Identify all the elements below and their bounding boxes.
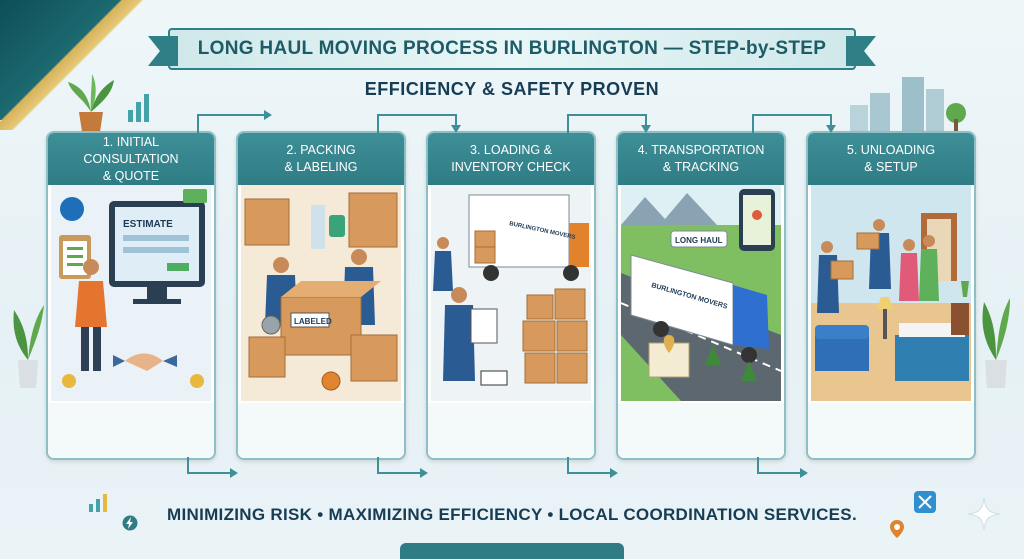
process-steps: 1. INITIAL CONSULTATION & QUOTE ESTIMATE — [46, 110, 986, 478]
step-footer — [808, 403, 974, 458]
potted-plant-icon — [68, 74, 114, 132]
step-title: 1. INITIAL CONSULTATION & QUOTE — [83, 134, 179, 183]
step-title: 5. UNLOADING & SETUP — [846, 143, 936, 174]
footer-text: MINIMIZING RISK • MAXIMIZING EFFICIENCY … — [167, 505, 857, 524]
long-haul-sign-text: LONG HAUL — [675, 236, 723, 245]
step-header: 1. INITIAL CONSULTATION & QUOTE — [48, 133, 214, 185]
growth-chart-icon — [89, 494, 107, 512]
step-header: 4. TRANSPORTATION & TRACKING — [618, 133, 784, 185]
step-footer — [48, 403, 214, 458]
labeled-box-text: LABELED — [294, 317, 332, 326]
step-card-1: 1. INITIAL CONSULTATION & QUOTE ESTIMATE — [46, 131, 216, 460]
right-plant-icon — [982, 298, 1010, 388]
step-title: 2. PACKING & LABELING — [284, 143, 358, 174]
expand-icon — [914, 491, 936, 513]
connector-arrow-top — [566, 107, 656, 135]
left-plant-icon — [13, 305, 44, 388]
connector-arrow-bottom — [186, 457, 246, 479]
step-footer — [618, 403, 784, 458]
page-title: LONG HAUL MOVING PROCESS IN BURLINGTON —… — [197, 38, 827, 59]
step-header: 2. PACKING & LABELING — [238, 133, 404, 185]
bottom-tab-decoration — [400, 543, 624, 559]
step-footer — [238, 403, 404, 458]
footer-tagline: MINIMIZING RISK • MAXIMIZING EFFICIENCY … — [0, 505, 1024, 525]
step-card-5: 5. UNLOADING & SETUP — [806, 131, 976, 460]
connector-arrow-bottom — [566, 457, 626, 479]
location-pin-icon — [890, 520, 904, 538]
step-title: 4. TRANSPORTATION & TRACKING — [637, 143, 765, 174]
sparkle-icon — [968, 498, 1000, 530]
step-header: 3. LOADING & INVENTORY CHECK — [428, 133, 594, 185]
step-card-2: 2. PACKING & LABELING LABELED — [236, 131, 406, 460]
page-subtitle: EFFICIENCY & SAFETY PROVEN — [364, 79, 660, 99]
step-title: 3. LOADING & INVENTORY CHECK — [451, 143, 571, 174]
step-footer — [428, 403, 594, 458]
truck-loading-illustration: BURLINGTON MOVERS — [431, 185, 591, 401]
step-header: 5. UNLOADING & SETUP — [808, 133, 974, 185]
estimate-screen-text: ESTIMATE — [123, 219, 173, 230]
step-card-3: 3. LOADING & INVENTORY CHECK BURLINGTON … — [426, 131, 596, 460]
connector-arrow-top — [376, 107, 466, 135]
title-banner: LONG HAUL MOVING PROCESS IN BURLINGTON —… — [168, 28, 856, 70]
connector-arrow-bottom — [756, 457, 816, 479]
bar-chart-icon — [128, 94, 149, 122]
lightning-icon — [122, 515, 138, 531]
city-buildings-icon — [850, 77, 966, 133]
step-card-4: 4. TRANSPORTATION & TRACKING LONG HAUL B… — [616, 131, 786, 460]
connector-arrow-top — [751, 107, 841, 135]
highway-truck-illustration: LONG HAUL BURLINGTON MOVERS — [621, 185, 781, 401]
computer-handshake-illustration: ESTIMATE — [51, 185, 211, 401]
corner-gold-stripe — [0, 0, 170, 130]
connector-arrow-top — [196, 107, 276, 135]
connector-arrow-bottom — [376, 457, 436, 479]
home-setup-illustration — [811, 185, 971, 401]
packing-boxes-illustration: LABELED — [241, 185, 401, 401]
